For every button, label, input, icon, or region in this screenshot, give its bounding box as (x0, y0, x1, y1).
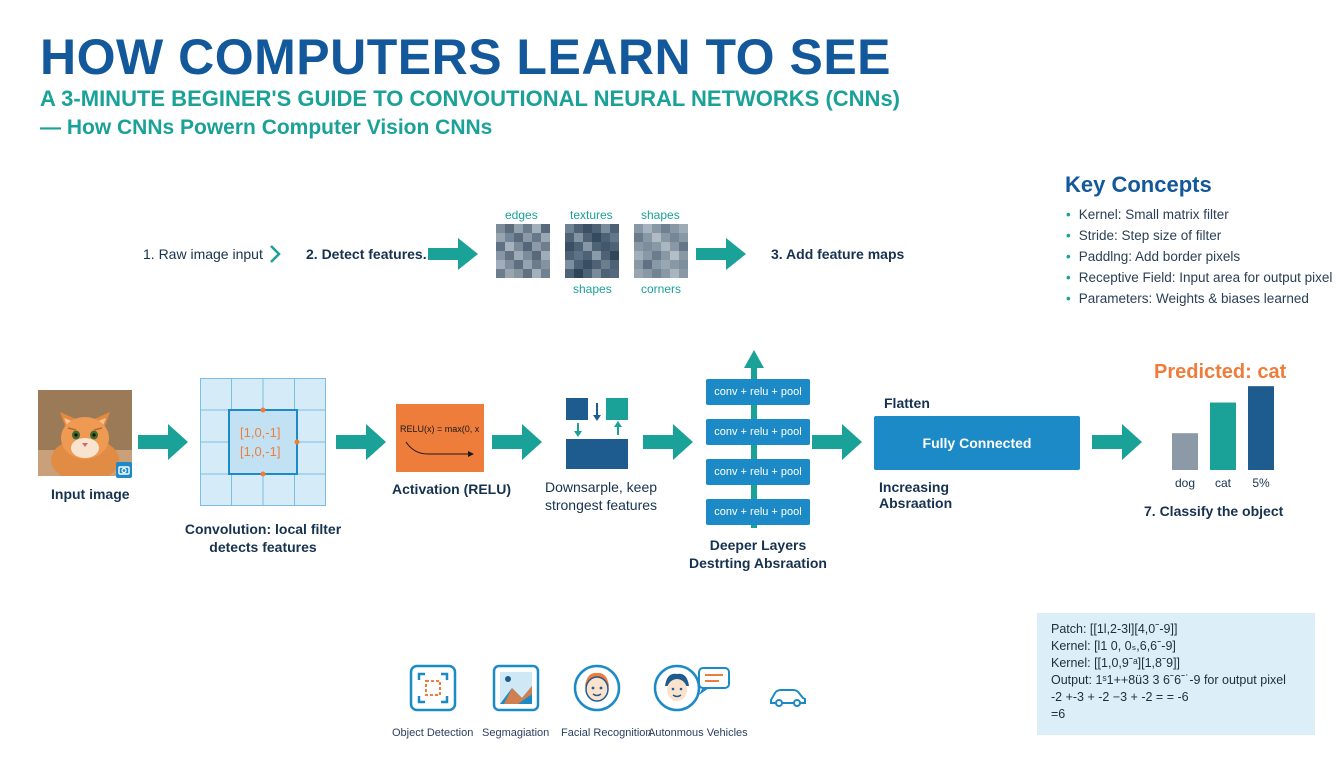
bar-label-cat: cat (1214, 476, 1232, 490)
bar-label-dog: dog (1174, 476, 1196, 490)
calc-sum: -2 +-3 + -2 −3 + -2 = = -6 (1051, 690, 1189, 704)
bar-label-5: 5% (1252, 476, 1270, 490)
activation-label: Activation (RELU) (392, 481, 511, 497)
convolution-grid (200, 378, 326, 506)
app-label-facial-recognition: Facial Recognition (561, 727, 652, 739)
calc-kernel-1: Kernel: [l1 0, 0ₛ,6,6ˉ-9] (1051, 639, 1176, 653)
key-concepts-list: Kernel: Small matrix filter Stride: Step… (1066, 204, 1333, 309)
feature-label-edges: edges (505, 208, 538, 222)
calculation-box: Patch: [[1l,2-3l][4,0ˉ-9]] Kernel: [l1 0… (1037, 613, 1315, 735)
calc-patch: Patch: [[1l,2-3l][4,0ˉ-9]] (1051, 622, 1178, 636)
pooling-diagram (566, 398, 628, 469)
relu-box (396, 404, 484, 472)
input-cat-image (38, 390, 132, 476)
input-image-label: Input image (51, 486, 130, 502)
calc-output: Output: 1ˢ1++8ü3 3 6ˉ6ˉ˙-9 for output pi… (1051, 673, 1286, 687)
relu-formula: RELU(x) = max(0, x (400, 424, 480, 434)
feature-label-textures: textures (570, 208, 613, 222)
autonomous-vehicles-icon (653, 664, 730, 712)
arrow-right-icon (812, 424, 862, 460)
deeper-layers-line1: Deeper Layers (709, 537, 807, 553)
fully-connected-box: Fully Connected (874, 416, 1080, 470)
step-detect-features: 2. Detect features. (306, 246, 427, 262)
conv-block-3: conv + relu + pool (706, 459, 810, 485)
concept-kernel: Kernel: Small matrix filter (1066, 204, 1332, 225)
increasing-abstraction-label: Increasing Absraation (879, 479, 952, 511)
app-label-object-detection: Object Detection (392, 727, 474, 739)
arrow-right-icon (138, 424, 188, 460)
conv-block-1: conv + relu + pool (706, 379, 810, 405)
calc-kernel-2: Kernel: [[1,0,9ˉᵃ][1,8ˉ9]] (1051, 656, 1181, 670)
relu-curve-icon (405, 441, 474, 457)
arrow-right-icon (336, 424, 386, 460)
convolution-label-line1: Convolution: local filter (184, 521, 342, 537)
arrow-right-icon (696, 238, 746, 270)
convolution-label-line2: detects features (209, 539, 317, 555)
downsample-label: Downsarple, keep strongest features (540, 478, 662, 514)
classify-label: 7. Classify the object (1144, 503, 1284, 519)
app-label-autonomous-vehicles: Autonmous Vehicles (648, 727, 748, 739)
page-subtitle: A 3-MINUTE BEGINER'S GUIDE TO CONVOUTION… (40, 86, 901, 111)
calc-result: =6 (1051, 707, 1066, 721)
page-title: HOW COMPUTERS LEARN TO SEE (40, 29, 892, 85)
feature-label-corners: corners (641, 282, 682, 296)
concept-padding: Paddlng: Add border pixels (1066, 246, 1332, 267)
concept-parameters: Parameters: Weights & biases learned (1066, 288, 1332, 309)
convolution-label: Convolution: local filter detects featur… (180, 520, 346, 556)
feature-map-shapes (634, 224, 688, 278)
chevron-right-icon (270, 245, 281, 263)
flatten-label: Flatten (884, 395, 930, 411)
kernel-row-2: [1,0,-1] (240, 444, 281, 459)
downsample-label-line1: Downsarple, keep (544, 479, 658, 495)
prediction-bar-chart (1172, 386, 1274, 470)
conv-block-4: conv + relu + pool (706, 499, 810, 525)
facial-recognition-icon (573, 664, 621, 712)
conv-block-2: conv + relu + pool (706, 419, 810, 445)
prediction-categories: dog cat 5% (1162, 476, 1282, 492)
downsample-label-line2: strongest features (544, 497, 658, 513)
deeper-layers-label: Deeper Layers Destrting Absraation (680, 536, 836, 572)
kernel-row-1: [1,0,-1] (240, 425, 281, 440)
car-icon (770, 689, 806, 707)
concept-receptive-field: Receptive Field: Input area for output p… (1066, 267, 1333, 288)
feature-label-shapes: shapes (641, 208, 680, 222)
object-detection-icon (409, 664, 457, 712)
increasing-line2: Absraation (879, 495, 953, 511)
arrow-right-icon (643, 424, 693, 460)
feature-label-shapes-bottom: shapes (573, 282, 612, 296)
app-label-segmentation: Segmagiation (482, 727, 550, 739)
bar-dog (1172, 433, 1198, 470)
predicted-label: Predicted: cat (1154, 361, 1287, 383)
feature-map-textures (565, 224, 619, 278)
arrow-right-icon (428, 238, 478, 270)
arrow-right-icon (1092, 424, 1142, 460)
arrow-right-icon (492, 424, 542, 460)
feature-map-edges (496, 224, 550, 278)
key-concepts-title: Key Concepts (1065, 172, 1212, 197)
step-raw-input: 1. Raw image input (143, 246, 263, 262)
bar-5 (1248, 386, 1274, 470)
page-tagline: — How CNNs Powern Computer Vision CNNs (40, 116, 493, 139)
bar-cat (1210, 402, 1236, 470)
deeper-layers-line2: Destrting Absraation (689, 555, 827, 571)
arrow-up-icon (744, 350, 764, 528)
increasing-line1: Increasing (879, 479, 950, 495)
camera-icon (116, 462, 132, 478)
step-add-feature-maps: 3. Add feature maps (771, 246, 905, 262)
segmentation-icon (492, 664, 540, 712)
concept-stride: Stride: Step size of filter (1066, 225, 1332, 246)
